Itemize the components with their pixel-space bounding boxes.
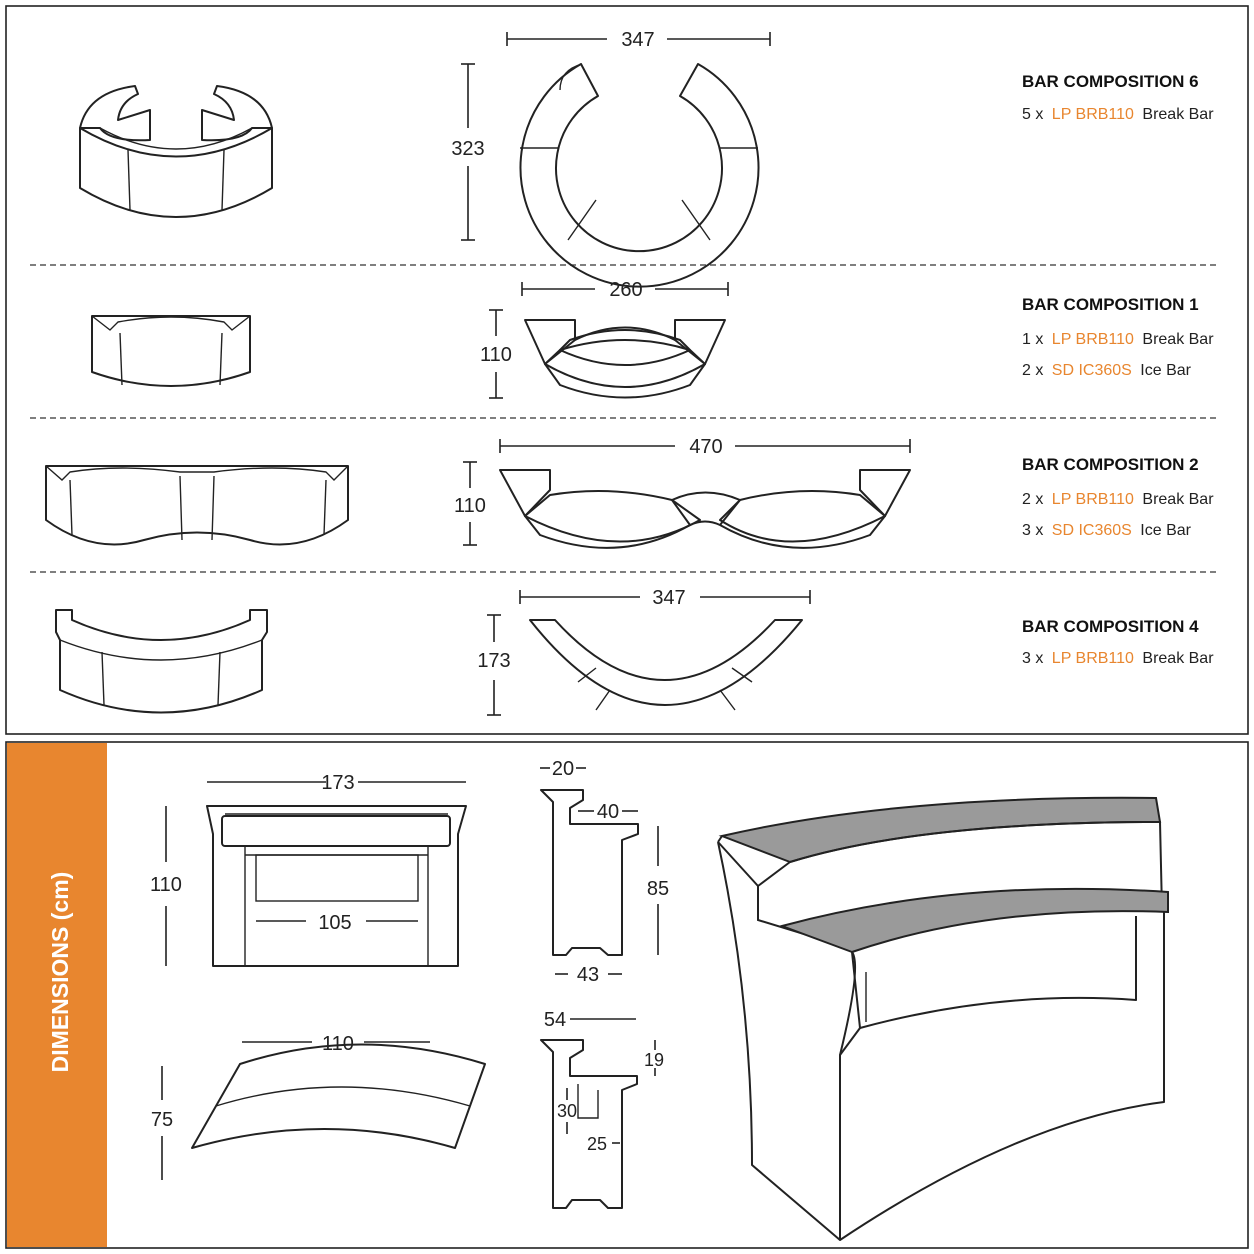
composition-2-title: BAR COMPOSITION 2 bbox=[1022, 455, 1199, 474]
front-inner-width: 105 bbox=[318, 912, 351, 934]
composition-4-item: 3 x LP BRB110 Break Bar bbox=[1022, 650, 1214, 667]
composition-1-height: 110 bbox=[480, 344, 512, 366]
composition-4-width: 347 bbox=[652, 587, 685, 609]
side1-height: 85 bbox=[647, 878, 669, 900]
front-height: 110 bbox=[150, 874, 182, 896]
composition-4-height: 173 bbox=[477, 650, 510, 672]
side1-base: 43 bbox=[577, 964, 599, 986]
composition-1: 260 110 BAR COMPOSITION 1 1 x LP BRB110 … bbox=[91, 279, 1214, 399]
top-width: 110 bbox=[322, 1033, 354, 1055]
composition-2-plan bbox=[499, 469, 911, 549]
dimensions-panel bbox=[5, 741, 1249, 1249]
composition-1-item: 1 x LP BRB110 Break Bar bbox=[1022, 331, 1214, 348]
side-profile-2: 54 19 30 25 bbox=[540, 1009, 664, 1209]
side-profile-1: 20 40 85 43 bbox=[540, 758, 669, 986]
compositions-panel bbox=[5, 5, 1249, 735]
composition-1-plan bbox=[524, 319, 726, 399]
composition-2-item: 2 x LP BRB110 Break Bar bbox=[1022, 491, 1214, 508]
composition-2-width: 470 bbox=[689, 436, 722, 458]
composition-2-item: 3 x SD IC360S Ice Bar bbox=[1022, 522, 1192, 539]
side2-height: 30 bbox=[557, 1101, 577, 1121]
composition-4-plan bbox=[529, 619, 803, 711]
top-view: 110 75 bbox=[151, 1033, 486, 1180]
side2-shelf: 25 bbox=[587, 1134, 607, 1154]
composition-6-width: 347 bbox=[621, 29, 654, 51]
composition-1-width: 260 bbox=[609, 279, 642, 301]
composition-6-title: BAR COMPOSITION 6 bbox=[1022, 72, 1199, 91]
composition-6-perspective bbox=[79, 85, 273, 218]
front-width: 173 bbox=[321, 772, 354, 794]
side2-top: 54 bbox=[544, 1009, 566, 1031]
composition-6-height: 323 bbox=[451, 138, 484, 160]
composition-4-title: BAR COMPOSITION 4 bbox=[1022, 617, 1199, 636]
composition-6-plan bbox=[519, 63, 760, 288]
composition-6-item: 5 x LP BRB110 Break Bar bbox=[1022, 106, 1214, 123]
composition-1-item: 2 x SD IC360S Ice Bar bbox=[1022, 362, 1192, 379]
composition-4-perspective bbox=[55, 609, 268, 714]
composition-2-height: 110 bbox=[454, 495, 486, 517]
dimensions-sidebar bbox=[7, 743, 107, 1247]
composition-2: 470 110 BAR COMPOSITION 2 2 x LP BRB110 … bbox=[45, 436, 1214, 549]
dimensions-label: DIMENSIONS (cm) bbox=[47, 872, 73, 1073]
side1-shelf: 40 bbox=[597, 801, 619, 823]
side1-top: 20 bbox=[552, 758, 574, 780]
composition-2-perspective bbox=[45, 465, 349, 546]
composition-1-perspective bbox=[91, 315, 251, 387]
bar-perspective bbox=[717, 796, 1169, 1241]
composition-1-title: BAR COMPOSITION 1 bbox=[1022, 295, 1199, 314]
side2-step: 19 bbox=[644, 1050, 664, 1070]
composition-6: 347 323 BAR COMPOSITION 6 5 x LP BRB110 … bbox=[79, 29, 1214, 288]
front-view: 173 110 105 bbox=[150, 772, 467, 967]
top-depth: 75 bbox=[151, 1109, 173, 1131]
composition-4: 347 173 BAR COMPOSITION 4 3 x LP BRB110 … bbox=[55, 587, 1214, 716]
